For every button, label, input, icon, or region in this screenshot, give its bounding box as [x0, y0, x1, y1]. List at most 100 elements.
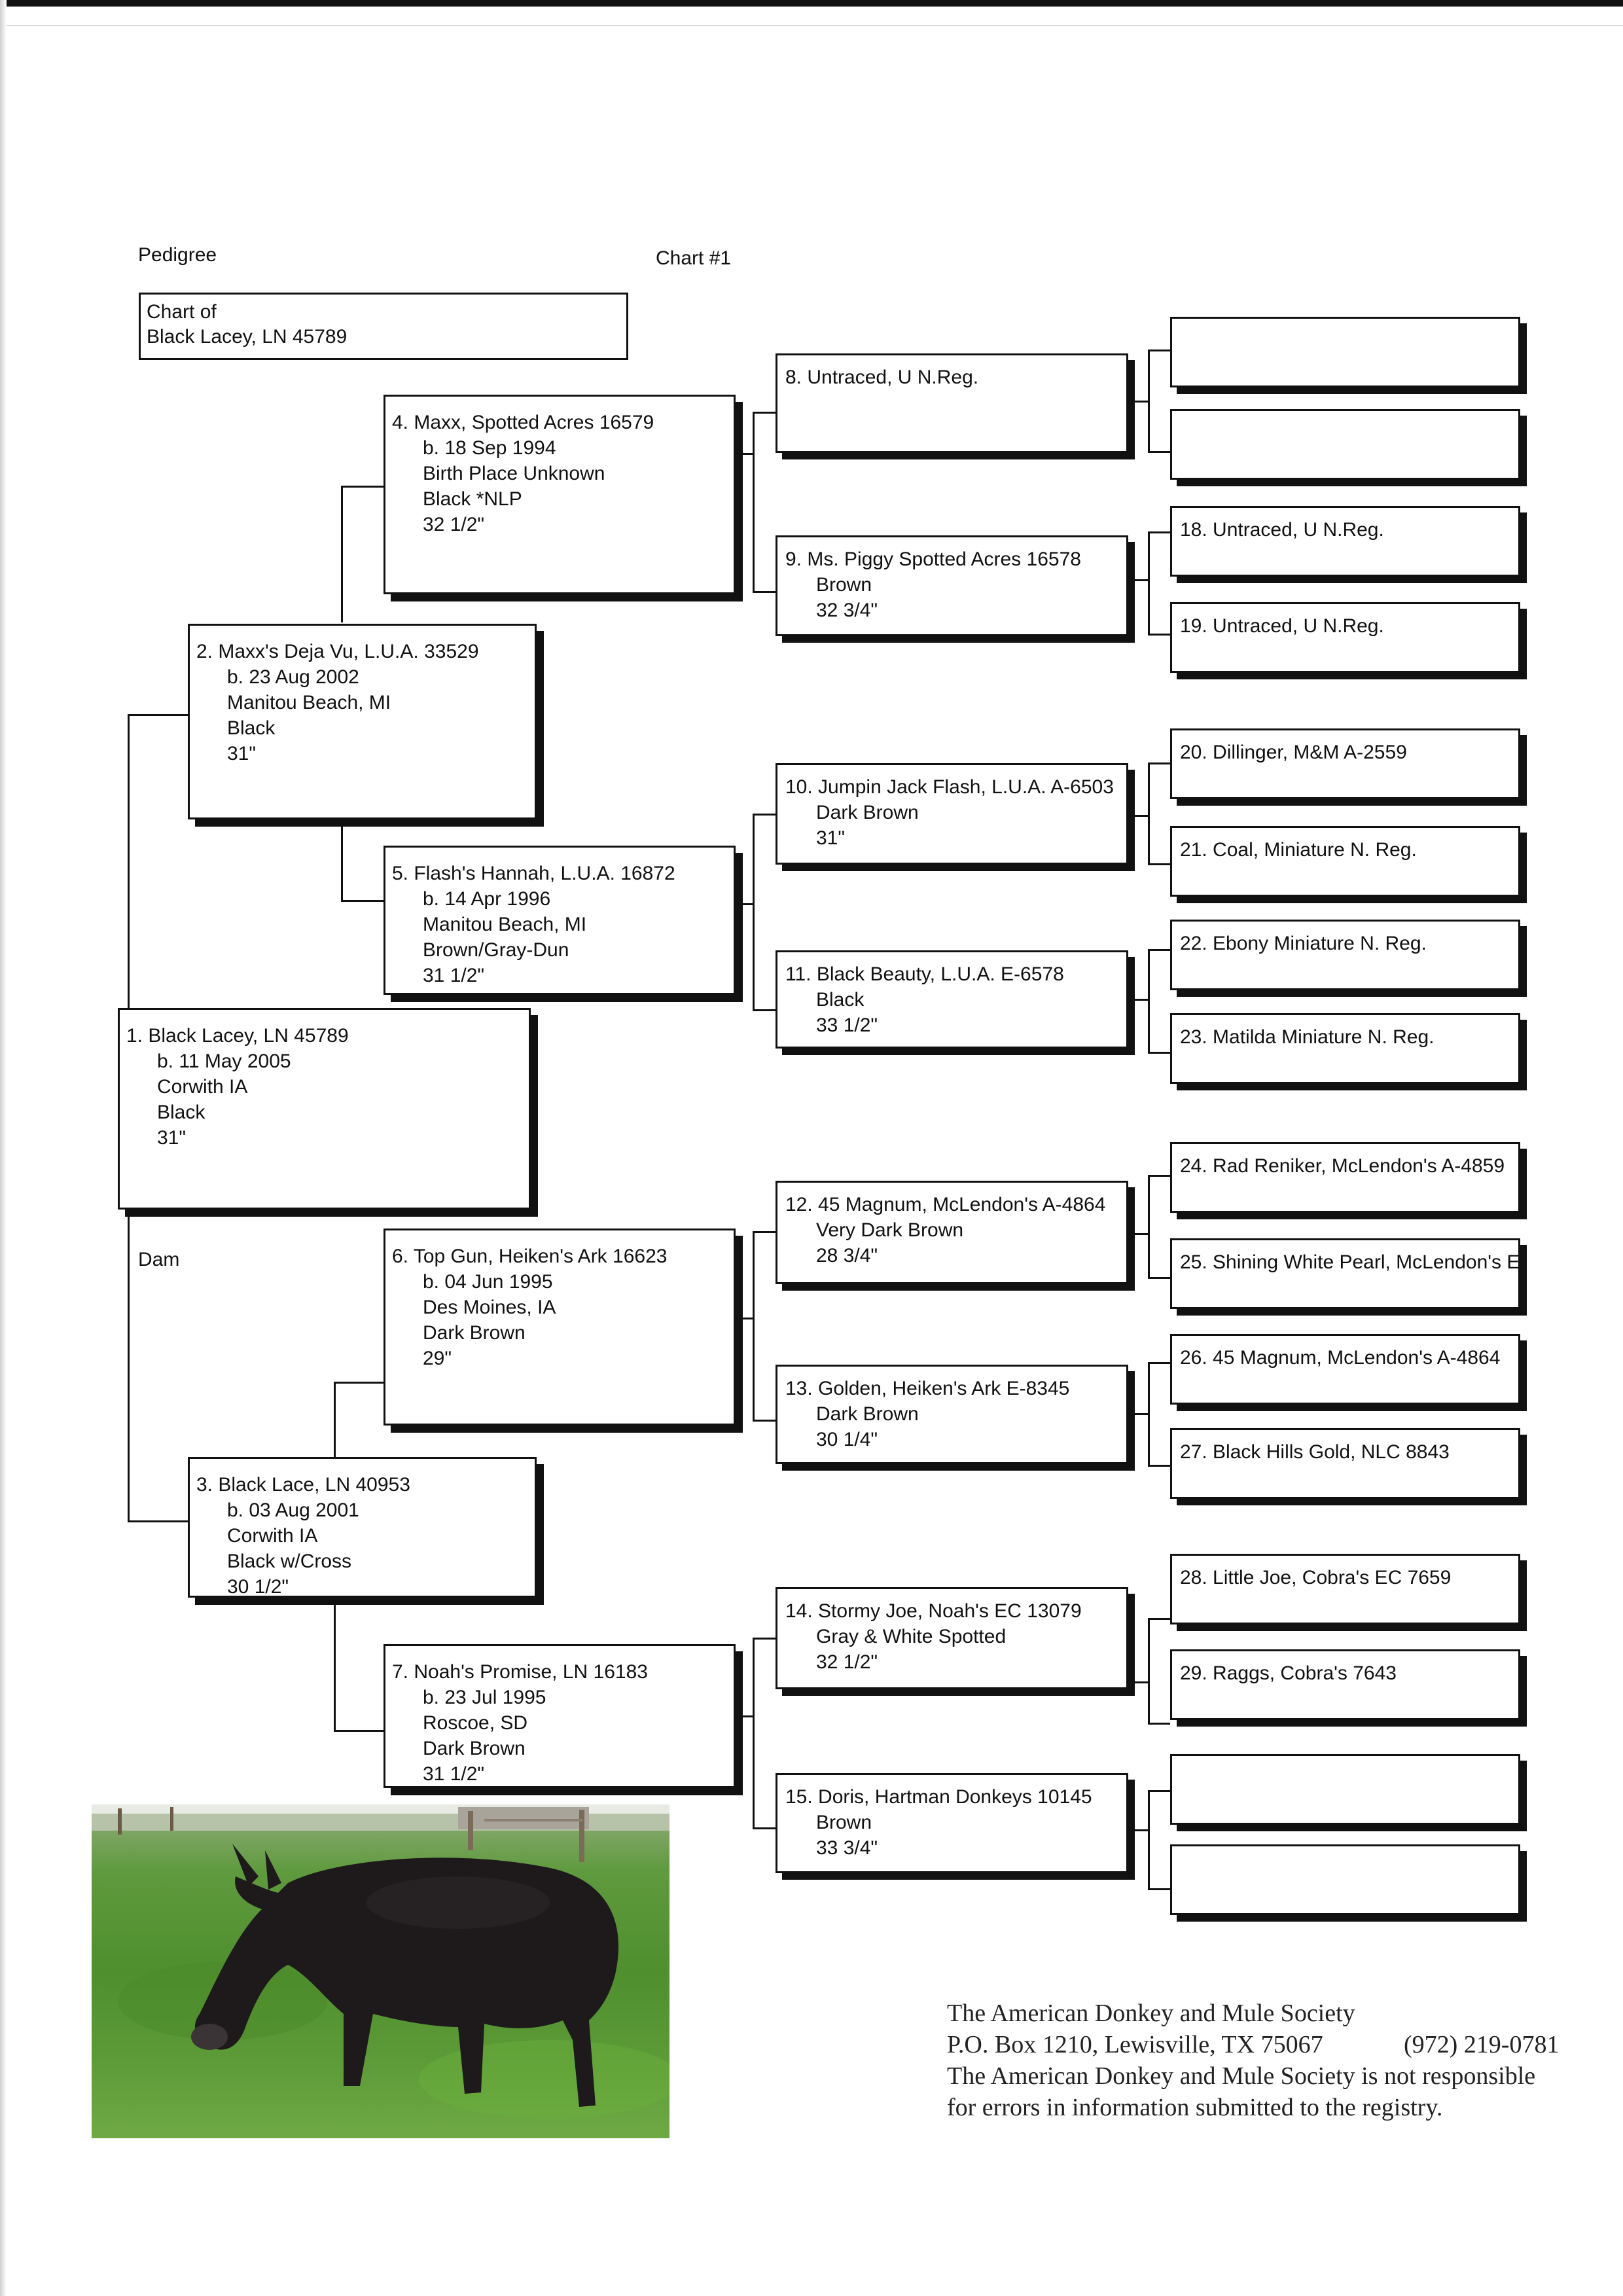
pedigree-box-4: 4. Maxx, Spotted Acres 16579 b. 18 Sep 1… — [383, 395, 736, 594]
connector — [128, 714, 188, 716]
connector — [1148, 1175, 1170, 1177]
pedigree-box-9: 9. Ms. Piggy Spotted Acres 16578 Brown 3… — [776, 535, 1128, 636]
birth-date: b. 18 Sep 1994 — [423, 437, 556, 459]
pedigree-box-16 — [1170, 317, 1520, 387]
animal-name: 21. Coal, Miniature N. Reg. — [1180, 839, 1417, 861]
color: Black w/Cross — [227, 1551, 352, 1572]
address-line: P.O. Box 1210, Lewisville, TX 75067 (972… — [947, 2029, 1559, 2060]
height: 32 1/2" — [423, 514, 485, 535]
pedigree-box-21: 21. Coal, Miniature N. Reg. — [1170, 826, 1520, 897]
connector — [1130, 1413, 1150, 1415]
connector — [741, 1715, 755, 1717]
color: Brown/Gray-Dun — [423, 939, 569, 961]
connector — [1148, 1175, 1150, 1279]
birth-date: b. 23 Aug 2002 — [227, 666, 359, 688]
color: Very Dark Brown — [816, 1219, 964, 1241]
animal-name: 9. Ms. Piggy Spotted Acres 16578 — [785, 548, 1081, 570]
animal-name: 25. Shining White Pearl, McLendon's E- — [1180, 1251, 1520, 1273]
connector — [334, 1604, 336, 1732]
pedigree-box-22: 22. Ebony Miniature N. Reg. — [1170, 920, 1520, 990]
page-title: Pedigree — [138, 244, 217, 266]
birth-place: Manitou Beach, MI — [227, 692, 391, 713]
connector — [753, 1231, 776, 1233]
height: 29" — [423, 1348, 452, 1369]
connector — [1148, 1618, 1170, 1620]
pedigree-box-26: 26. 45 Magnum, McLendon's A-4864 — [1170, 1334, 1520, 1405]
connector — [753, 1638, 776, 1640]
connector — [753, 1638, 755, 1829]
address: P.O. Box 1210, Lewisville, TX 75067 — [947, 2031, 1323, 2058]
animal-name: 28. Little Joe, Cobra's EC 7659 — [1180, 1567, 1452, 1588]
birth-place: Corwith IA — [227, 1525, 318, 1547]
animal-name: 26. 45 Magnum, McLendon's A-4864 — [1180, 1347, 1501, 1369]
pedigree-box-17 — [1170, 409, 1520, 480]
height: 32 3/4" — [816, 600, 878, 621]
connector — [128, 1208, 130, 1522]
pedigree-box-25: 25. Shining White Pearl, McLendon's E- — [1170, 1238, 1520, 1309]
connector — [741, 453, 755, 455]
height: 33 3/4" — [816, 1837, 878, 1859]
disclaimer-line-1: The American Donkey and Mule Society is … — [947, 2062, 1536, 2090]
connector — [1148, 1723, 1170, 1725]
animal-name: 4. Maxx, Spotted Acres 16579 — [392, 412, 654, 433]
connector — [1148, 1465, 1170, 1467]
color: Dark Brown — [423, 1322, 526, 1344]
connector — [1148, 1790, 1150, 1890]
birth-place: Corwith IA — [157, 1076, 248, 1098]
pedigree-box-20: 20. Dillinger, M&M A-2559 — [1170, 728, 1520, 799]
pedigree-box-8: 8. Untraced, U N.Reg. — [776, 353, 1128, 453]
connector — [1148, 350, 1170, 351]
connector — [1148, 531, 1170, 533]
color: Dark Brown — [816, 802, 919, 823]
animal-name: 10. Jumpin Jack Flash, L.U.A. A-6503 — [785, 776, 1114, 798]
pedigree-box-24: 24. Rad Reniker, McLendon's A-4859 — [1170, 1142, 1520, 1213]
animal-name: 27. Black Hills Gold, NLC 8843 — [1180, 1441, 1450, 1463]
color: Dark Brown — [816, 1403, 919, 1425]
connector — [1148, 634, 1170, 636]
birth-place: Manitou Beach, MI — [423, 914, 587, 935]
connector — [341, 486, 383, 488]
connector — [753, 1827, 776, 1829]
color: Gray & White Spotted — [816, 1626, 1007, 1647]
pedigree-box-7: 7. Noah's Promise, LN 16183 b. 23 Jul 19… — [383, 1644, 736, 1788]
height: 31 1/2" — [423, 1763, 485, 1785]
connector — [334, 1382, 336, 1457]
birth-place: Roscoe, SD — [423, 1712, 528, 1734]
pedigree-box-11: 11. Black Beauty, L.U.A. E-6578 Black 33… — [776, 950, 1128, 1049]
pedigree-box-6: 6. Top Gun, Heiken's Ark 16623 b. 04 Jun… — [383, 1229, 736, 1426]
connector — [128, 714, 130, 1009]
connector — [1130, 579, 1150, 581]
height: 32 1/2" — [816, 1651, 878, 1673]
chart-of-name: Black Lacey, LN 45789 — [147, 326, 348, 348]
chart-of-label: Chart of — [147, 301, 217, 323]
pedigree-box-1: 1. Black Lacey, LN 45789 b. 11 May 2005 … — [118, 1008, 531, 1210]
connector — [753, 814, 755, 1011]
connector — [1148, 762, 1150, 865]
connector — [1148, 1362, 1150, 1467]
pedigree-box-15: 15. Doris, Hartman Donkeys 10145 Brown 3… — [776, 1773, 1128, 1873]
pedigree-box-10: 10. Jumpin Jack Flash, L.U.A. A-6503 Dar… — [776, 763, 1128, 865]
connector — [1148, 531, 1150, 636]
pedigree-box-31 — [1170, 1844, 1520, 1915]
pedigree-box-19: 19. Untraced, U N.Reg. — [1170, 602, 1520, 673]
connector — [1148, 1277, 1170, 1279]
connector — [341, 486, 343, 622]
connector — [753, 1009, 776, 1011]
animal-name: 1. Black Lacey, LN 45789 — [126, 1025, 349, 1047]
connector — [334, 1382, 383, 1384]
connector — [1148, 1362, 1170, 1364]
pedigree-box-3: 3. Black Lace, LN 40953 b. 03 Aug 2001 C… — [188, 1457, 537, 1598]
color: Dark Brown — [423, 1738, 526, 1759]
color: Black — [816, 989, 865, 1011]
height: 28 3/4" — [816, 1245, 878, 1266]
connector — [1130, 999, 1150, 1001]
scan-fold-line — [0, 25, 1623, 26]
connector — [741, 903, 755, 905]
animal-name: 6. Top Gun, Heiken's Ark 16623 — [392, 1246, 668, 1267]
height: 31" — [157, 1127, 187, 1149]
connector — [1148, 949, 1170, 951]
pedigree-box-12: 12. 45 Magnum, McLendon's A-4864 Very Da… — [776, 1181, 1128, 1284]
animal-name: 8. Untraced, U N.Reg. — [785, 367, 979, 388]
animal-name: 23. Matilda Miniature N. Reg. — [1180, 1026, 1435, 1048]
connector — [753, 814, 776, 816]
